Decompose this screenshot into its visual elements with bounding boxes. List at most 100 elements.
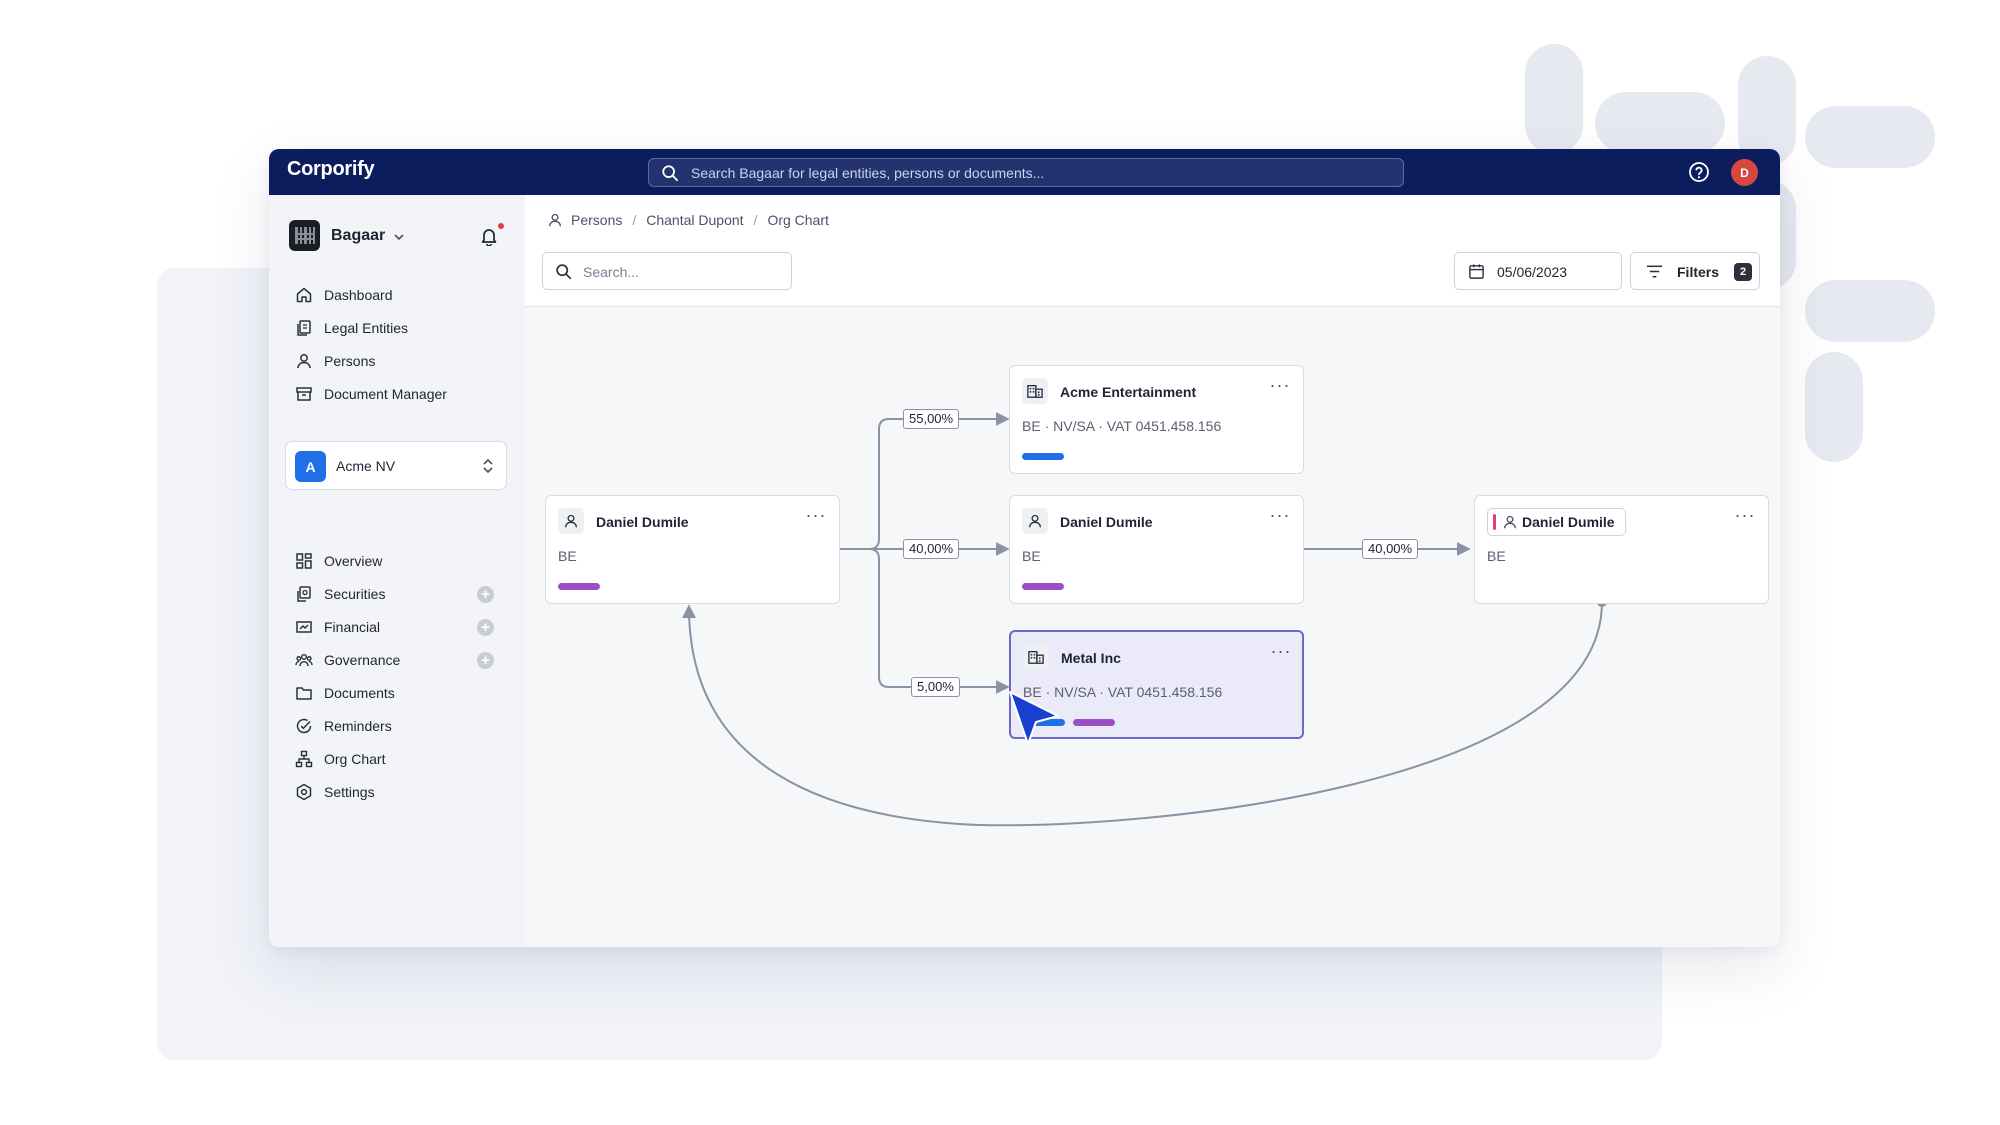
person-icon: [549, 213, 561, 227]
node-tag-bar: [1023, 719, 1065, 726]
person-icon: [558, 508, 584, 534]
node-title-pill: Daniel Dumile: [1487, 508, 1626, 536]
org-node-company[interactable]: Acme Entertainment BE · NV/SA · VAT 0451…: [1009, 365, 1304, 474]
filters-label: Filters: [1677, 264, 1720, 280]
workspace-logo-pattern: [295, 227, 315, 244]
edge-label-n3-n5: 40,00%: [1362, 539, 1419, 559]
entity-selector[interactable]: A Acme NV: [285, 441, 507, 490]
breadcrumb-persons[interactable]: Persons: [571, 212, 623, 228]
more-options-icon[interactable]: ···: [805, 505, 827, 525]
sidebar-item-persons[interactable]: Persons: [295, 348, 375, 374]
check-circle-icon: [296, 718, 312, 734]
sidebar-item-financial[interactable]: Financial: [295, 614, 380, 640]
brand-logo[interactable]: Corporify: [287, 158, 375, 180]
sidebar-item-label: Reminders: [324, 718, 392, 734]
sidebar-item-document-manager[interactable]: Document Manager: [295, 381, 447, 407]
workspace-name[interactable]: Bagaar: [331, 227, 386, 244]
calendar-icon: [1469, 264, 1484, 279]
add-governance-button[interactable]: +: [477, 652, 494, 669]
edge-label-n1-n4: 5,00%: [911, 677, 960, 697]
building-icon: [1023, 644, 1049, 670]
financial-icon: [296, 621, 312, 633]
sidebar-item-label: Document Manager: [324, 386, 447, 402]
add-securities-button[interactable]: +: [477, 586, 494, 603]
mouse-cursor-icon: [1009, 691, 1059, 745]
sidebar-item-governance[interactable]: Governance: [295, 647, 400, 673]
sidebar-item-label: Legal Entities: [324, 320, 409, 336]
person-icon: [1022, 508, 1048, 534]
sidebar-item-label: Settings: [324, 784, 375, 800]
org-chart-icon: [295, 750, 313, 768]
edge-n5-n1: [682, 601, 1603, 827]
global-search-placeholder: Search Bagaar for legal entities, person…: [691, 165, 1045, 181]
org-node-person[interactable]: Daniel Dumile BE ···: [1474, 495, 1769, 604]
node-subtitle: BE: [558, 548, 577, 564]
notification-dot: [498, 223, 504, 229]
person-icon: [1504, 515, 1516, 529]
sidebar-item-reminders[interactable]: Reminders: [295, 713, 392, 739]
search-icon: [556, 264, 572, 280]
node-title: Metal Inc: [1061, 650, 1121, 666]
breadcrumb-separator: /: [632, 212, 637, 228]
header-divider: [525, 306, 1780, 307]
sidebar: Bagaar Dashboard Legal Entities Persons …: [269, 195, 525, 947]
more-options-icon[interactable]: ···: [1269, 375, 1291, 395]
sidebar-item-label: Overview: [324, 553, 383, 569]
user-avatar[interactable]: D: [1731, 159, 1758, 186]
chart-search-input[interactable]: Search...: [542, 252, 792, 290]
sidebar-item-label: Persons: [324, 353, 376, 369]
node-subtitle: BE · NV/SA · VAT 0451.458.156: [1023, 684, 1223, 700]
node-tag-bar: [1022, 583, 1064, 590]
chevron-up-down-icon: [483, 458, 493, 474]
person-icon: [297, 354, 311, 369]
home-icon: [296, 287, 312, 303]
edge-n1-n2: [835, 412, 1010, 550]
building-icon: [1022, 378, 1048, 404]
grid-icon: [296, 553, 312, 569]
app-window: Corporify Search Bagaar for legal entiti…: [269, 149, 1780, 947]
node-subtitle: BE: [1487, 548, 1506, 564]
sidebar-item-dashboard[interactable]: Dashboard: [295, 282, 393, 308]
sidebar-item-securities[interactable]: Securities: [295, 581, 385, 607]
filter-icon: [1646, 265, 1663, 278]
chart-search-placeholder: Search...: [583, 264, 640, 280]
sidebar-item-label: Org Chart: [324, 751, 386, 767]
filters-button[interactable]: Filters 2: [1630, 252, 1760, 290]
node-title: Acme Entertainment: [1060, 384, 1197, 400]
edge-label-n1-n2: 55,00%: [903, 409, 960, 429]
breadcrumb-person[interactable]: Chantal Dupont: [646, 212, 744, 228]
main-content: Persons / Chantal Dupont / Org Chart Sea…: [525, 195, 1780, 947]
workspace-logo: [289, 220, 320, 251]
org-node-person[interactable]: Daniel Dumile BE ···: [545, 495, 840, 604]
chevron-down-icon[interactable]: [394, 233, 404, 241]
sidebar-item-overview[interactable]: Overview: [295, 548, 382, 574]
org-node-company-selected[interactable]: Metal Inc BE · NV/SA · VAT 0451.458.156 …: [1009, 630, 1304, 739]
date-picker-button[interactable]: 05/06/2023: [1454, 252, 1622, 290]
more-options-icon[interactable]: ···: [1269, 505, 1291, 525]
global-search-input[interactable]: Search Bagaar for legal entities, person…: [648, 158, 1404, 187]
archive-icon: [296, 387, 312, 401]
sidebar-item-documents[interactable]: Documents: [295, 680, 395, 706]
governance-icon: [295, 654, 313, 667]
bell-icon[interactable]: [480, 227, 498, 246]
org-node-person[interactable]: Daniel Dumile BE ···: [1009, 495, 1304, 604]
add-financial-button[interactable]: +: [477, 619, 494, 636]
sidebar-item-label: Financial: [324, 619, 381, 635]
help-icon[interactable]: [1687, 160, 1711, 184]
node-tag-bar: [1073, 719, 1115, 726]
org-chart-canvas[interactable]: 55,00% 40,00% 5,00% 40,00% Daniel Dumile…: [525, 307, 1780, 947]
more-options-icon[interactable]: ···: [1734, 505, 1756, 525]
sidebar-item-legal-entities[interactable]: Legal Entities: [295, 315, 408, 341]
node-title: Daniel Dumile: [596, 514, 689, 530]
folder-icon: [296, 687, 312, 700]
highlight-marker: [1493, 514, 1496, 530]
sidebar-item-settings[interactable]: Settings: [295, 779, 375, 805]
date-value: 05/06/2023: [1497, 264, 1568, 280]
top-bar: Corporify Search Bagaar for legal entiti…: [269, 149, 1780, 195]
sidebar-item-org-chart[interactable]: Org Chart: [295, 746, 385, 772]
more-options-icon[interactable]: ···: [1270, 641, 1292, 661]
node-subtitle: BE: [1022, 548, 1041, 564]
edge-n1-n4: [835, 548, 1010, 694]
node-tag-bar: [558, 583, 600, 590]
entity-badge: A: [295, 451, 326, 482]
